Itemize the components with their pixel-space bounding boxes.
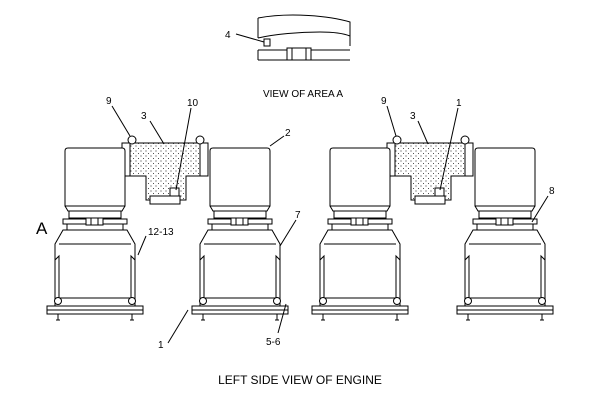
- callout-12-13: 12-13: [148, 227, 174, 238]
- callout-1-top: 1: [456, 98, 462, 109]
- callout-3-left: 3: [141, 111, 147, 122]
- callout-9-left: 9: [106, 96, 112, 107]
- callout-10: 10: [187, 98, 199, 109]
- left-tee-fastener: [169, 187, 180, 197]
- callout-5-6: 5-6: [266, 337, 281, 348]
- left-tee-connector: [121, 135, 209, 205]
- callout-4: 4: [225, 30, 231, 41]
- callout-1-bottom: 1: [158, 340, 164, 351]
- callout-2: 2: [285, 128, 291, 139]
- detail-view-area-a: 4 VIEW OF AREA A: [225, 14, 351, 100]
- main-caption: LEFT SIDE VIEW OF ENGINE: [218, 373, 382, 387]
- detail-fastener: [263, 38, 271, 47]
- left-clamp-bolt: [127, 135, 137, 145]
- callout-4-leader: [235, 33, 265, 43]
- right-tee-connector: [386, 135, 474, 205]
- detail-caption: VIEW OF AREA A: [263, 89, 343, 100]
- right-clamp-bolt: [392, 135, 402, 145]
- left-engine-group: 9 3 10 2 7 12-13 1 5-6 A: [36, 96, 301, 351]
- callout-3-right: 3: [410, 111, 416, 122]
- callout-7: 7: [295, 210, 301, 221]
- callout-9-right: 9: [381, 96, 387, 107]
- view-letter-a: A: [36, 219, 48, 238]
- callout-8: 8: [549, 186, 555, 197]
- detail-clamp: [286, 47, 312, 61]
- right-engine-group: 9 3 1 8: [311, 96, 555, 321]
- right-tee-fastener: [434, 187, 445, 197]
